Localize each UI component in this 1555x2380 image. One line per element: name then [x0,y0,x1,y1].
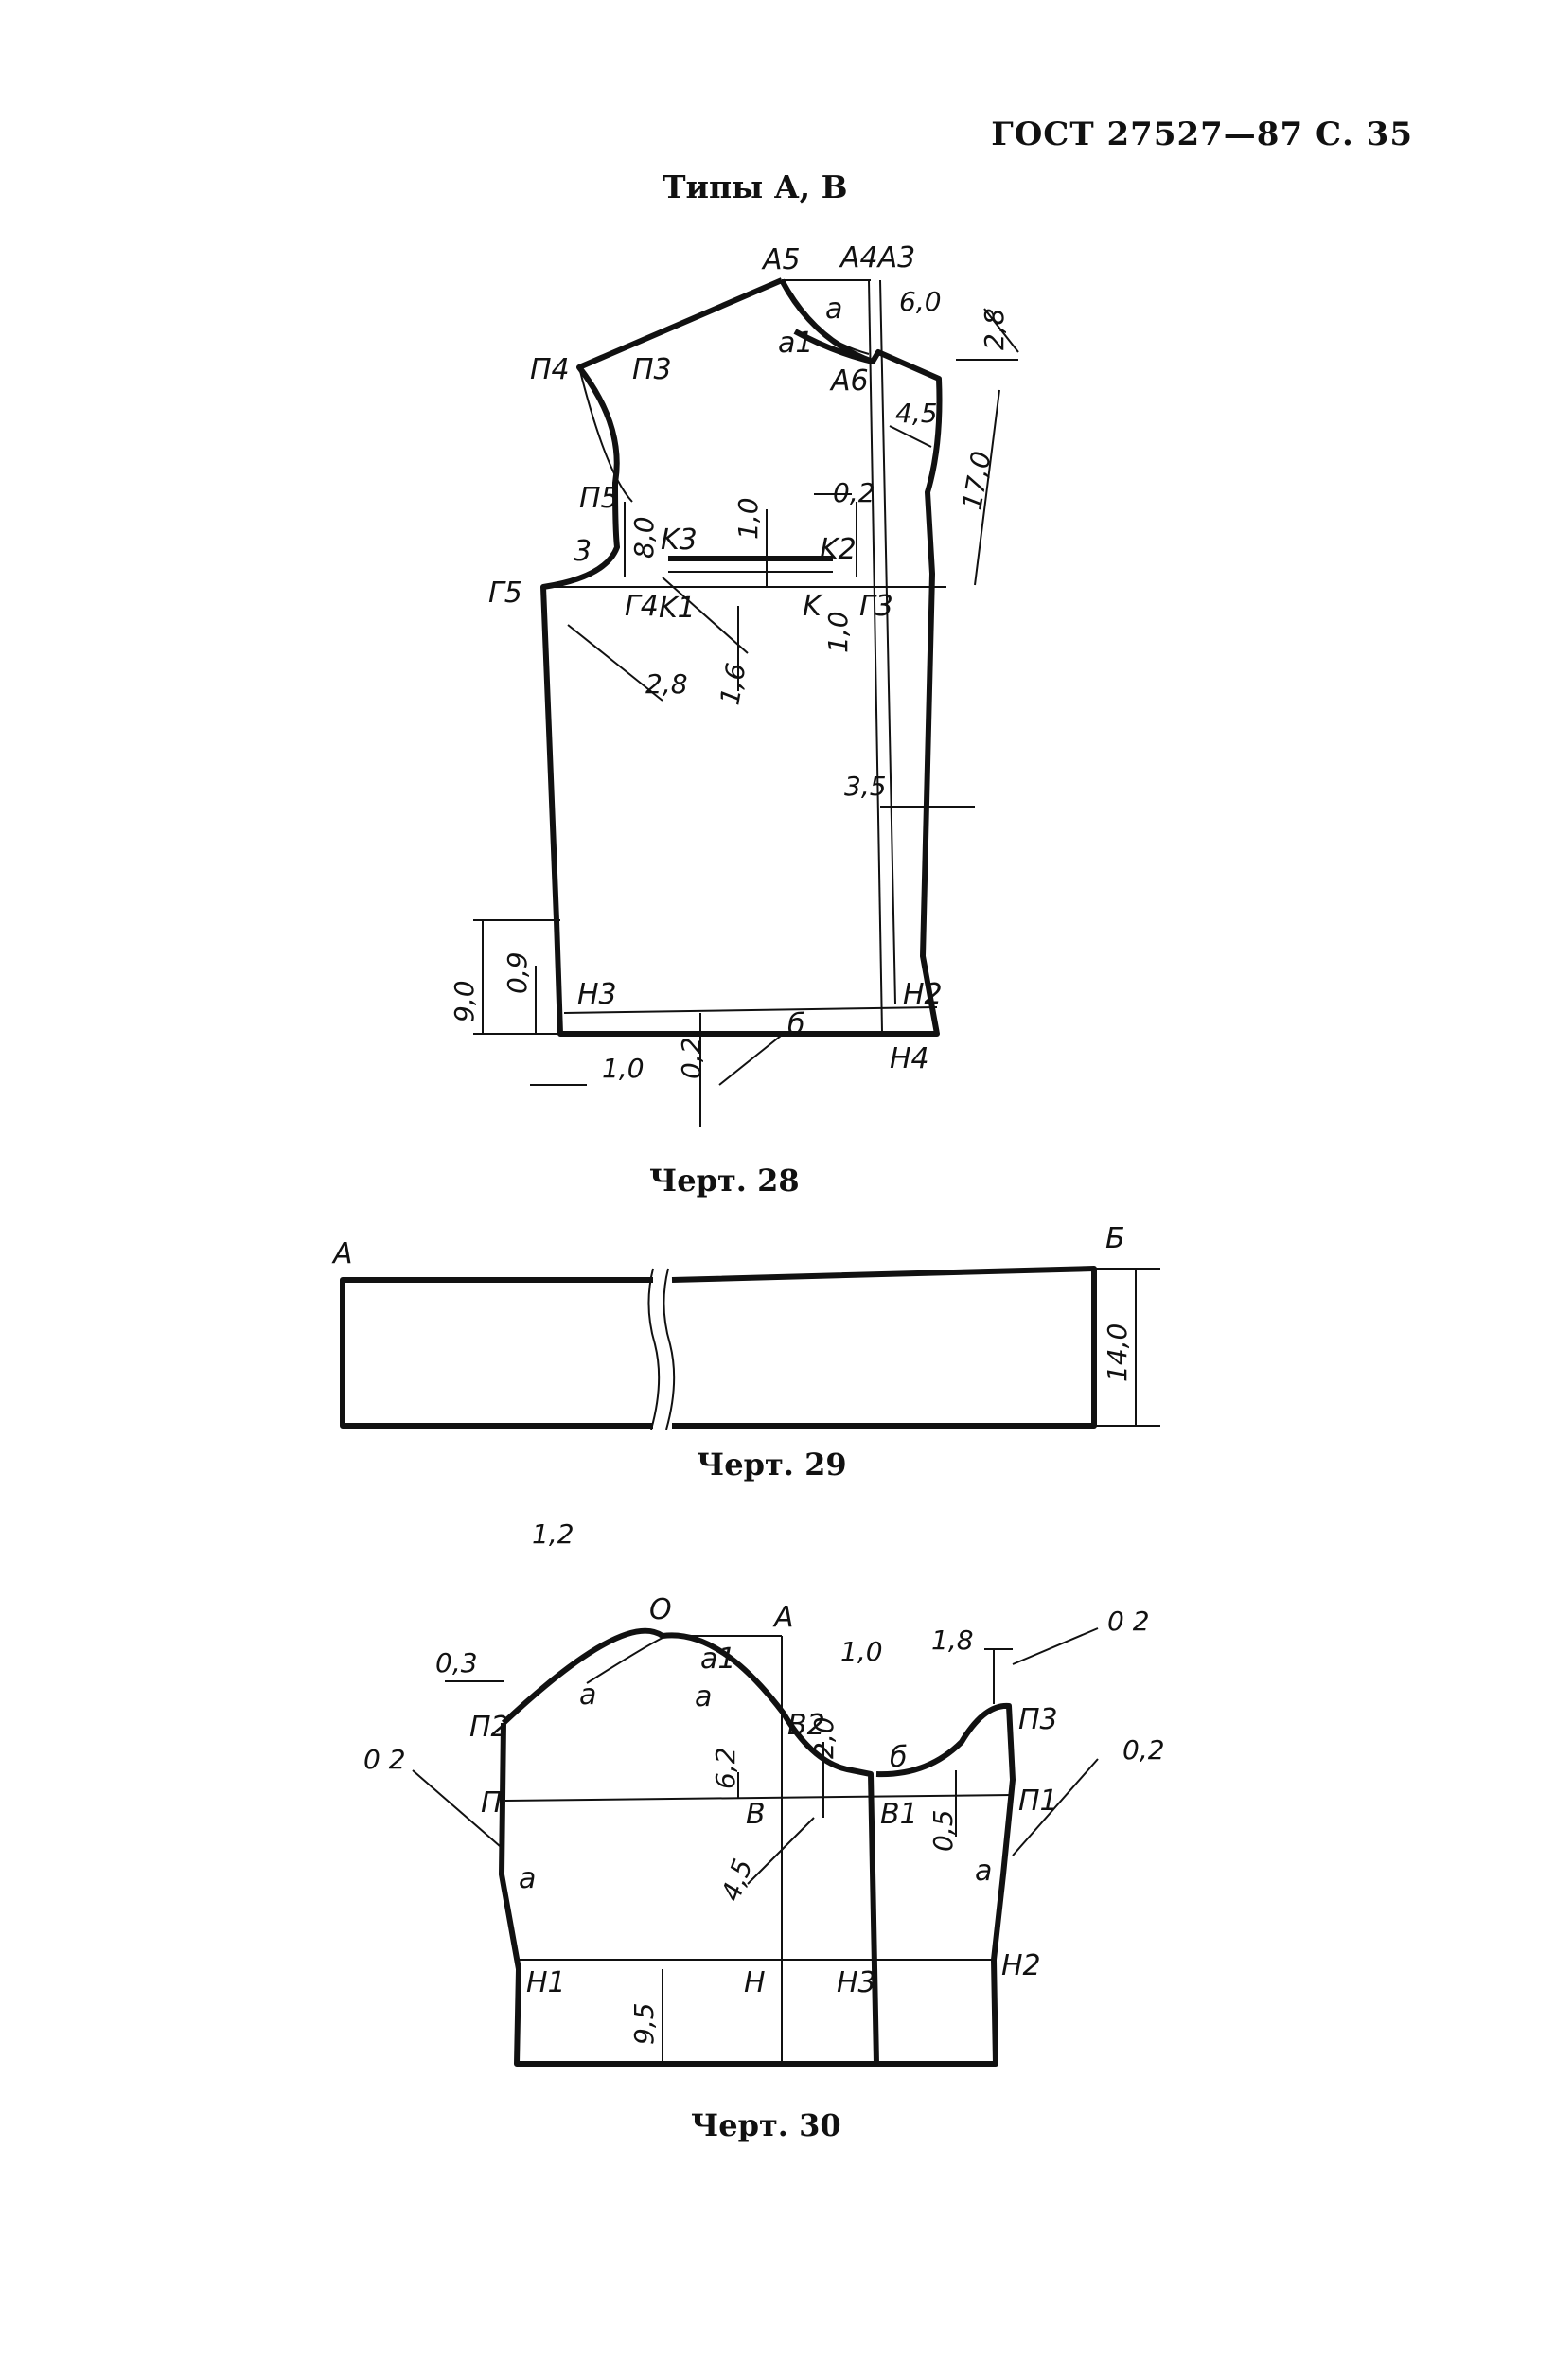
dim-1-0-a: 1,0 [733,497,764,540]
dim-4-5: 4,5 [895,398,938,429]
fig30-label-B: B [746,1798,766,1831]
fig29-dim-ext [1094,1268,1160,1427]
fig30-right-part [875,1702,1016,2067]
dim-3-5: 3,5 [844,771,887,802]
fig30-dim-4-5: 4,5 [716,1855,759,1905]
fig30-label-H1: H1 [526,1966,566,1999]
label-P3: П3 [632,353,672,386]
figure-30-caption: Черт. 30 [691,2107,841,2143]
label-A5: A5 [761,243,801,276]
fig30-dim-0-2-right: 0,2 [1122,1734,1165,1766]
fig30-label-O: O [649,1593,672,1626]
fig29-break-right [663,1268,676,1430]
fig28-center-line-2 [879,279,896,1004]
fig30-label-a-side-left: a [519,1862,536,1895]
fig28-hem-line [563,1006,938,1014]
fig30-dim-1-8: 1,8 [931,1625,974,1656]
fig30-bicep-line [504,1794,1014,1802]
fig28-center-line [868,279,883,1033]
label-K: K [803,590,823,623]
label-K1: K1 [659,592,696,625]
fig30-label-P2: П2 [469,1711,509,1744]
types-title: Типы А, В [663,169,848,205]
fig30-label-B1: B1 [880,1798,918,1831]
fig29-left-panel [340,1277,653,1429]
fig30-dim-0-3: 0,3 [435,1647,478,1678]
fig28-neck-inner [785,283,870,355]
fig30-label-P3: П3 [1018,1703,1058,1736]
dim-0-2-b: 0,2 [676,1037,707,1079]
fig28-side-step [473,919,560,1035]
label-G4: Г4 [625,590,659,623]
fig30-label-A: A [772,1601,794,1634]
label-H2: H2 [903,978,943,1011]
fig30-label-a-side-right: a [975,1855,992,1888]
dim-1-6: 1,6 [714,661,751,708]
fig30-dim-6-2: 6,2 [710,1747,741,1789]
label-G5: Г5 [488,577,522,610]
label-G3: Г3 [859,590,893,623]
dim-9-0: 9,0 [449,980,480,1022]
fig30-label-P: П [481,1786,503,1820]
fig30-label-a-left: a [579,1678,596,1712]
fig30-dim-9-5: 9,5 [628,2002,660,2045]
fig30-outline [499,1627,879,2067]
label-a: a [825,293,842,326]
fig30-label-a1: a1 [700,1643,735,1676]
fig30-label-P1: П1 [1018,1785,1058,1818]
standard-number: ГОСТ 27527—87 С. 35 [991,115,1413,153]
fig30-label-H3: H3 [837,1966,876,1999]
fig30-dim-0-5: 0,5 [928,1809,959,1852]
label-3: 3 [574,535,592,568]
fig30-label-a-right: a [695,1680,712,1714]
fig28-diag-b [567,624,663,702]
label-b: б [787,1008,805,1041]
fig30-label-H: H [744,1966,766,1999]
figure-29-caption: Черт. 29 [697,1447,847,1483]
fig30-label-H2: H2 [1001,1949,1041,1982]
fig29-right-panel [671,1266,1097,1429]
fig30-dim-1-0: 1,0 [840,1636,883,1667]
label-A6: A6 [829,364,869,398]
fig29-dim-14-0: 14,0 [1102,1323,1133,1382]
dim-1-0-c: 1,0 [602,1053,645,1084]
fig30-dim-2-0: 2,0 [808,1716,839,1759]
fig30-dim-1-2: 1,2 [532,1519,574,1550]
label-K2: K2 [820,533,857,566]
fig29-label-B: Б [1105,1222,1125,1255]
fig29-break-left [647,1268,661,1430]
label-K3: K3 [661,524,698,557]
dim-6-0: 6,0 [899,286,942,317]
fig30-dim-0-2-left: 0 2 [363,1744,406,1775]
fig30-dim-0-2-top-right: 0 2 [1107,1606,1150,1637]
label-A4A3: A4A3 [839,241,915,275]
fig28-dim-lines [482,308,1019,1127]
figure-28-caption: Черт. 28 [649,1163,800,1199]
dim-0-9: 0,9 [502,951,533,994]
dim-2-8-top: 2,8 [979,308,1010,350]
label-P5: П5 [579,482,619,515]
fig28-diag-a [662,577,749,654]
label-H4: H4 [890,1042,929,1075]
fig30-dim-lines [412,1627,1099,2064]
label-P4: П4 [530,353,570,386]
fig30-label-b: б [890,1741,908,1774]
label-H3: H3 [577,978,617,1011]
fig30-label-B2: B2 [787,1709,825,1742]
label-a1: a1 [778,327,813,360]
fig30-inner-cap [586,1637,663,1684]
fig28-armhole-guide [578,366,633,503]
dim-2-8-bottom: 2,8 [645,668,688,700]
dim-0-2: 0,2 [833,477,875,508]
dim-8-0: 8,0 [628,516,660,559]
fig29-label-A: A [331,1237,353,1270]
dim-1-0-b: 1,0 [822,611,854,653]
